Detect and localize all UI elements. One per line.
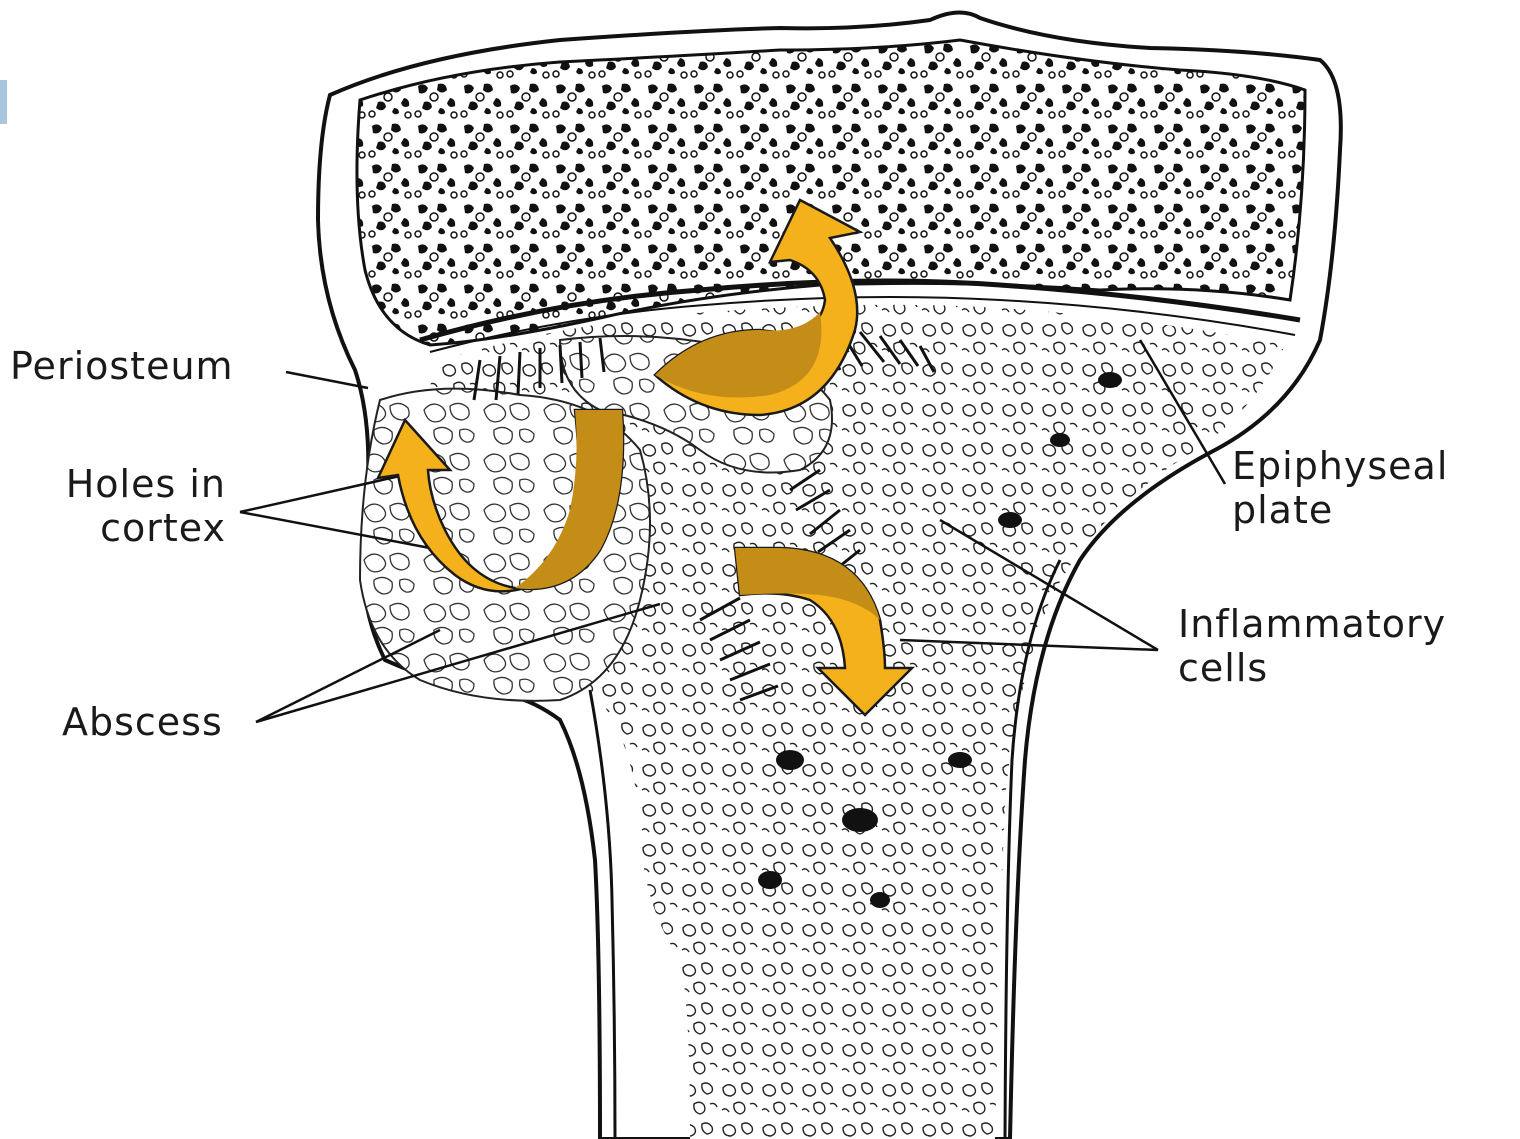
label-abscess-text: Abscess — [62, 700, 223, 744]
label-periosteum-text: Periosteum — [10, 344, 234, 388]
label-epiphyseal-line1: Epiphyseal — [1232, 444, 1448, 488]
label-inflammatory-line1: Inflammatory — [1178, 602, 1446, 646]
label-epiphyseal-line2: plate — [1232, 488, 1448, 532]
label-holes-line2: cortex — [12, 506, 226, 550]
label-periosteum: Periosteum — [10, 344, 234, 388]
label-holes-in-cortex: Holes in cortex — [12, 462, 226, 550]
label-epiphyseal-plate: Epiphyseal plate — [1232, 444, 1448, 532]
label-holes-line1: Holes in — [12, 462, 226, 506]
label-inflammatory-cells: Inflammatory cells — [1178, 602, 1446, 690]
label-abscess: Abscess — [62, 700, 223, 744]
label-inflammatory-line2: cells — [1178, 646, 1446, 690]
